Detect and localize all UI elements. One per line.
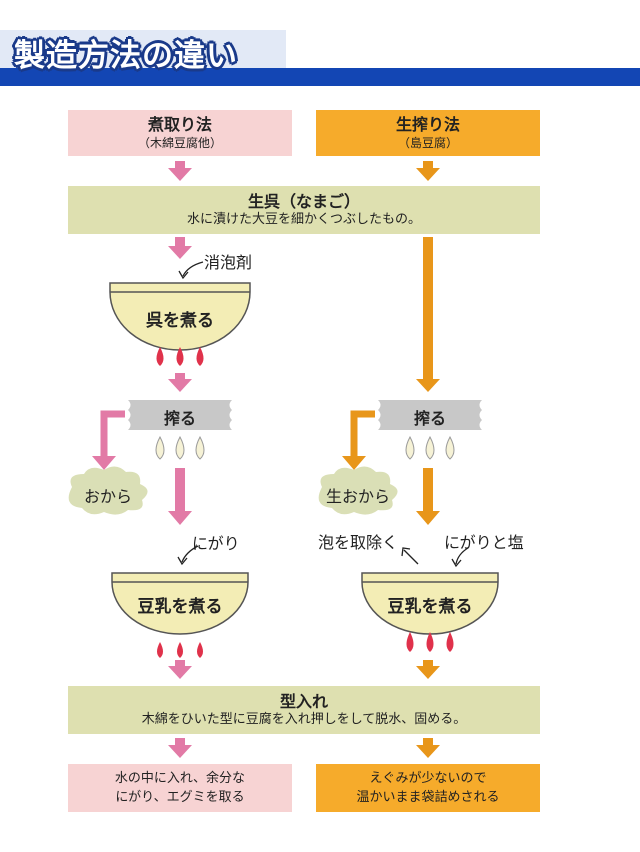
header-band <box>0 68 640 86</box>
skim-label: 泡を取除く <box>318 533 399 552</box>
nigari-arrow-right <box>455 547 469 565</box>
final-line: 温かいまま袋詰めされる <box>356 790 500 805</box>
okara-label-left: おから <box>83 487 132 506</box>
boil-milk-label-right: 豆乳を煮る <box>387 597 473 617</box>
namago-box: 生呉（なまご） 水に漬けた大豆を細かくつぶしたもの。 <box>68 186 540 234</box>
final-line: 水の中に入れ、余分な <box>114 771 246 786</box>
arrow-left-long <box>168 468 192 525</box>
bowl-left-2 <box>111 572 249 635</box>
header-left-strip <box>0 30 286 70</box>
bowl-right <box>361 572 499 635</box>
arrow-right-to-bowl <box>416 468 440 525</box>
flames-right <box>406 632 454 652</box>
final-line: えぐみが少ないので <box>369 771 487 786</box>
nigari-label-left: にがり <box>192 534 240 553</box>
nigari-salt-label: にがりと塩 <box>444 533 524 552</box>
final-box-left: 水の中に入れ、余分な にがり、エグミを取る <box>68 764 292 812</box>
skim-arrow <box>403 549 419 565</box>
molding-box: 型入れ 木綿をひいた型に豆腐を入れ押しをして脱水、固める。 <box>68 686 540 734</box>
arrow-left-to-mold <box>168 660 192 679</box>
cloud-right <box>318 466 398 515</box>
arrow-left-okara <box>92 410 125 470</box>
molding-name: 型入れ <box>279 692 328 711</box>
method-box-namashibori: 生搾り法 （島豆腐） <box>316 110 540 156</box>
press-cloth-left <box>128 400 232 430</box>
flames-left-2 <box>157 642 203 658</box>
additive-label: 消泡剤 <box>204 253 253 272</box>
method-sub: （木綿豆腐他） <box>137 136 222 150</box>
page-title: 製造方法の違い <box>14 38 238 74</box>
method-sub: （島豆腐） <box>397 136 458 150</box>
boil-go-label: 呉を煮る <box>146 311 214 331</box>
namago-name: 生呉（なまご） <box>247 192 360 211</box>
arrow-right-top <box>416 161 440 181</box>
namago-desc: 水に漬けた大豆を細かくつぶしたもの。 <box>186 212 421 227</box>
arrow-left-namago <box>168 237 192 259</box>
bowl-left-1 <box>109 282 251 351</box>
arrow-left-top <box>168 161 192 181</box>
press-cloth-right <box>378 400 482 430</box>
nigari-arrow-left <box>181 545 199 563</box>
final-box-right: えぐみが少ないので 温かいまま袋詰めされる <box>316 764 540 812</box>
cloud-left <box>68 466 148 515</box>
arrow-left-bottom <box>168 738 192 758</box>
method-box-nitori: 煮取り法 （木綿豆腐他） <box>68 110 292 156</box>
press-label-right: 搾る <box>413 409 446 428</box>
arrow-right-long <box>416 237 440 392</box>
flames-left-1 <box>156 347 204 366</box>
final-line: にがり、エグミを取る <box>115 790 245 805</box>
arrow-right-okara <box>342 410 375 470</box>
boil-milk-label-left: 豆乳を煮る <box>137 597 223 617</box>
method-name: 生搾り法 <box>395 115 460 134</box>
method-name: 煮取り法 <box>147 115 212 134</box>
press-label-left: 搾る <box>163 409 196 428</box>
additive-arrow <box>182 261 204 277</box>
arrow-left-to-press <box>168 373 192 392</box>
okara-label-right: 生おから <box>325 487 390 506</box>
molding-desc: 木綿をひいた型に豆腐を入れ押しをして脱水、固める。 <box>141 712 467 727</box>
arrow-right-bottom <box>416 738 440 758</box>
arrow-right-to-mold <box>416 660 440 679</box>
drops-right <box>405 435 455 460</box>
drops-left <box>155 435 205 460</box>
